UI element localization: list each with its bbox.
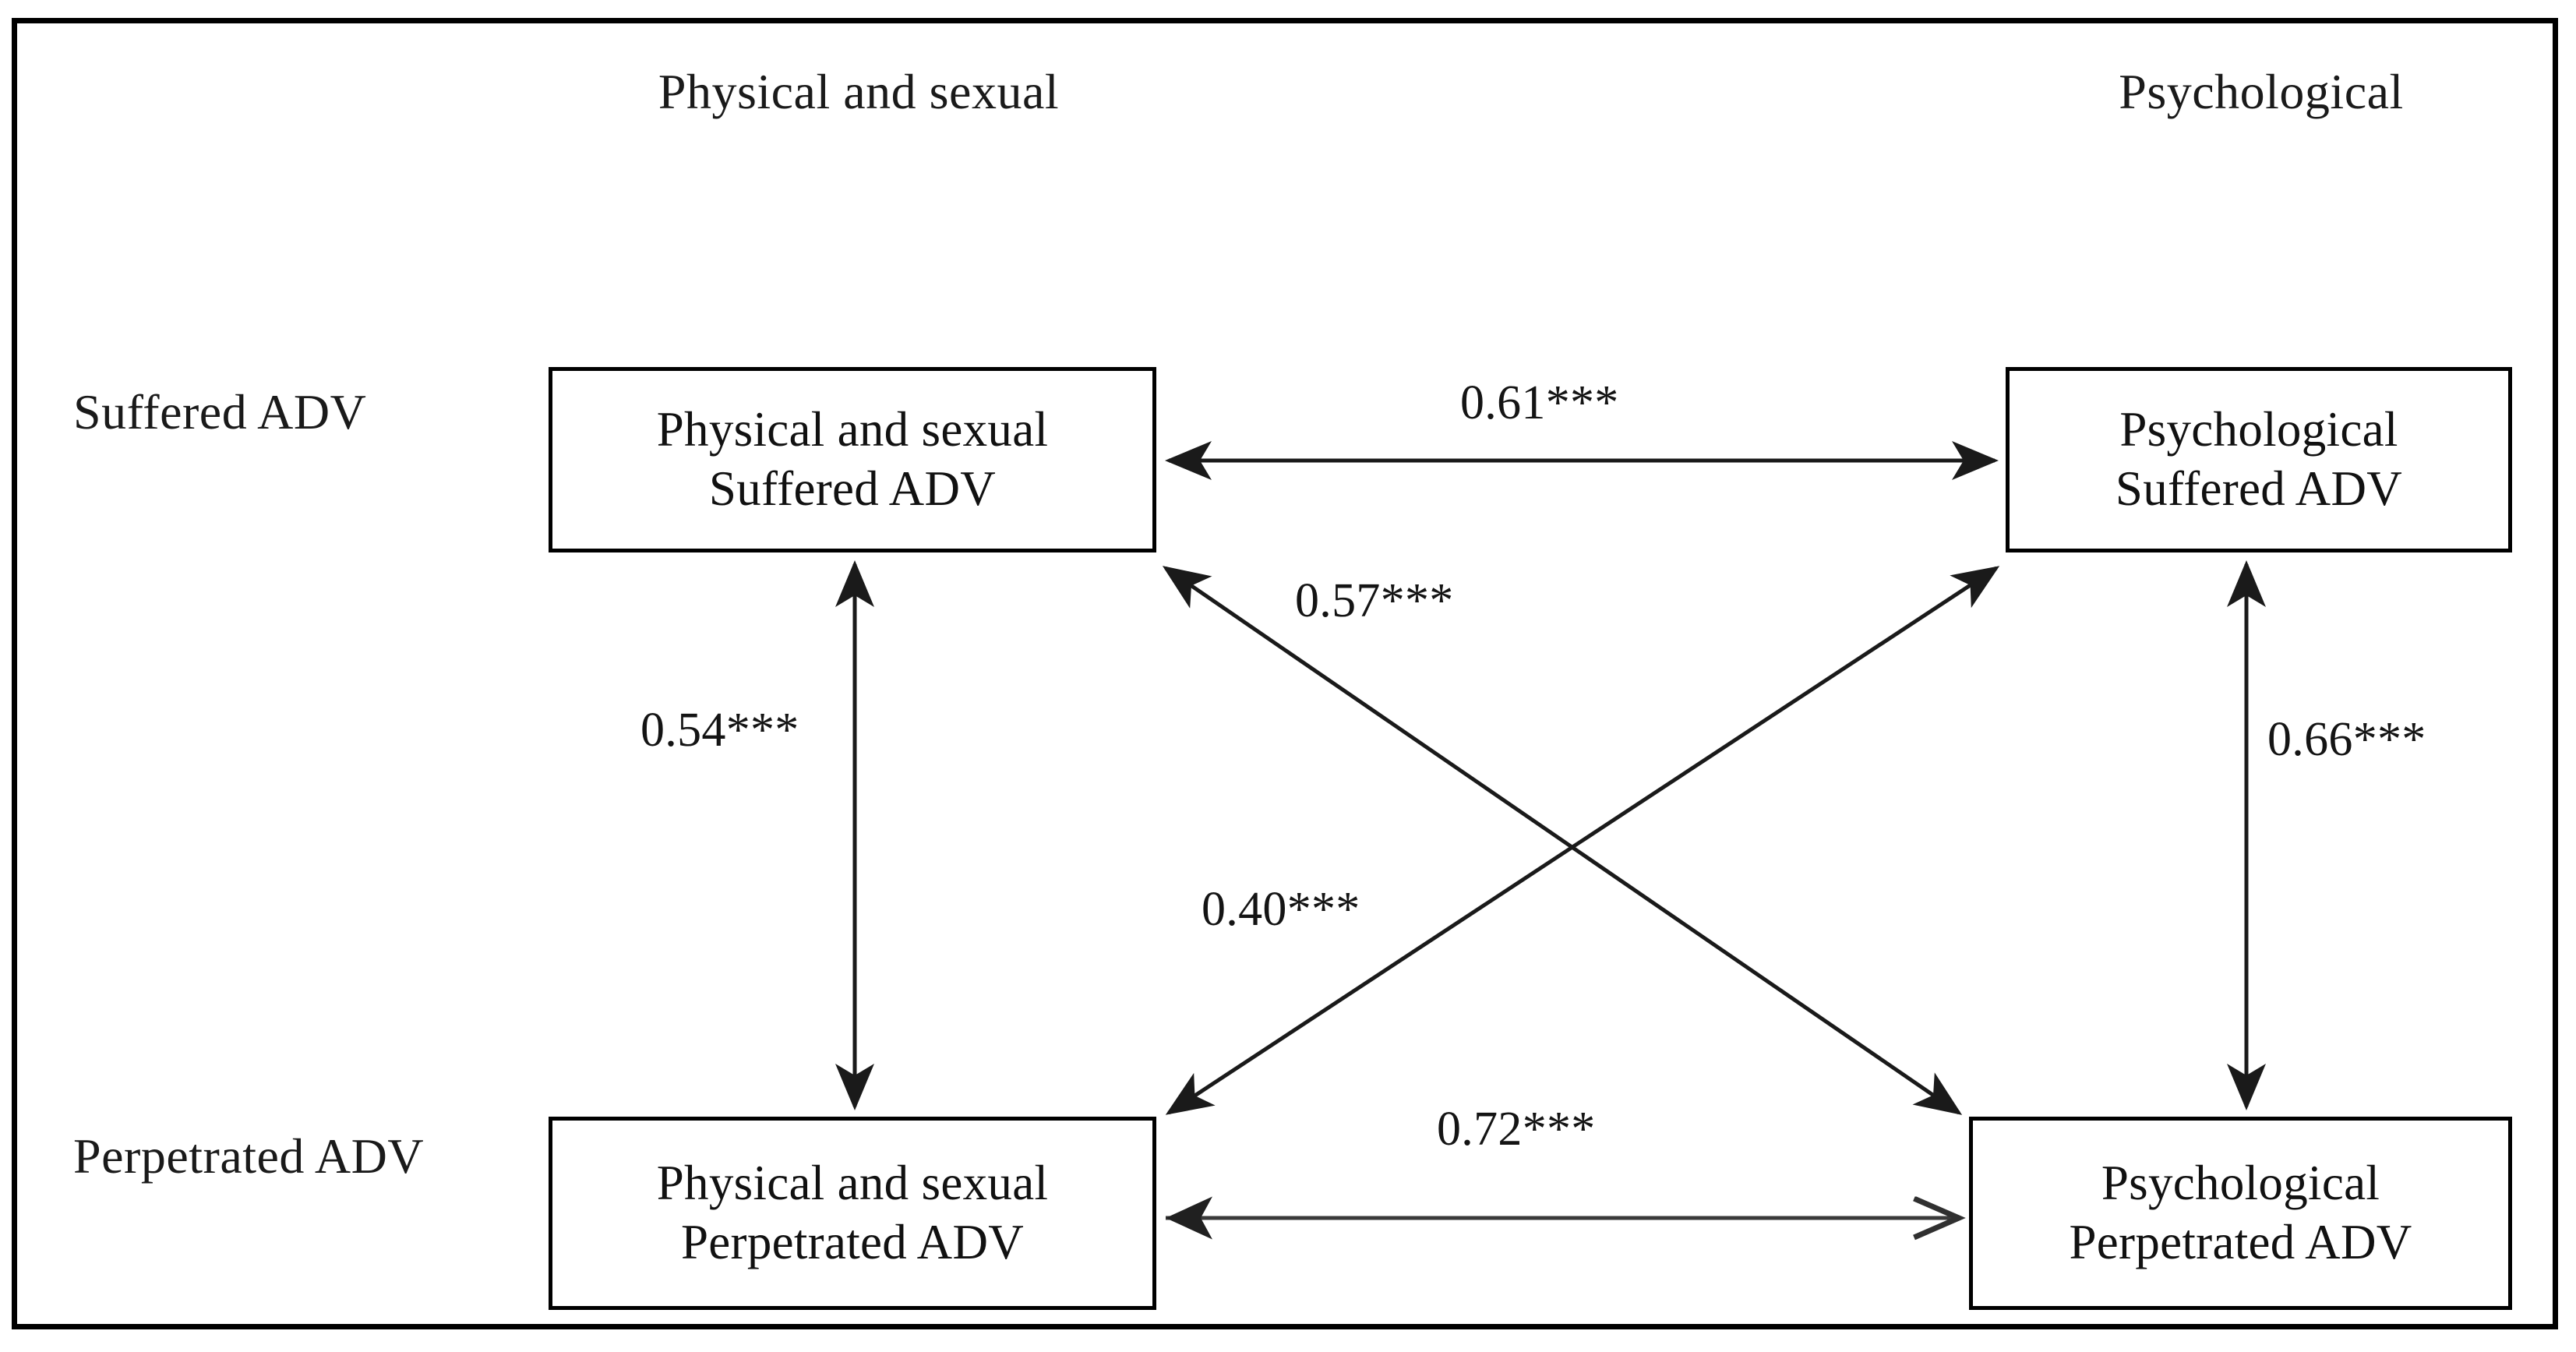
edge-line-040 <box>1165 566 2000 1115</box>
edge-label-072: 0.72*** <box>1437 1103 1596 1156</box>
row-label-perpetrated-adv-line1: Perpetrated <box>73 1128 305 1184</box>
edge-label-040: 0.40*** <box>1202 883 1360 936</box>
node-line-2: Suffered ADV <box>2115 461 2403 516</box>
node-line-2: Suffered ADV <box>708 461 997 516</box>
node-psychological-perpetrated-adv[interactable]: Psychological Perpetrated ADV <box>1969 1117 2512 1310</box>
node-physical-sexual-suffered-adv[interactable]: Physical and sexual Suffered ADV <box>549 367 1156 552</box>
row-label-suffered-adv-line2: ADV <box>257 384 367 439</box>
node-line-1: Psychological <box>2101 1156 2380 1211</box>
row-label-perpetrated-adv-line2: ADV <box>314 1128 425 1184</box>
column-header-psychological: Psychological <box>2119 64 2404 119</box>
edge-label-054: 0.54*** <box>640 704 799 757</box>
edge-line-057 <box>1162 566 1963 1115</box>
column-header-physical-sexual: Physical and sexual <box>658 64 1060 119</box>
node-line-2: Perpetrated ADV <box>680 1215 1025 1269</box>
row-label-suffered-adv: Suffered ADV <box>73 382 494 443</box>
node-line-1: Physical and sexual <box>656 1156 1049 1211</box>
row-label-suffered-adv-line1: Suffered <box>73 384 248 439</box>
edge-label-066: 0.66*** <box>2267 713 2426 766</box>
row-label-perpetrated-adv: Perpetrated ADV <box>73 1126 510 1187</box>
node-line-2: Perpetrated ADV <box>2069 1215 2412 1269</box>
edge-label-057: 0.57*** <box>1295 574 1454 627</box>
node-line-1: Psychological <box>2119 402 2398 457</box>
figure-outer-frame: Physical and sexual Psychological Suffer… <box>12 18 2558 1329</box>
node-psychological-suffered-adv[interactable]: Psychological Suffered ADV <box>2006 367 2512 552</box>
node-line-1: Physical and sexual <box>656 402 1049 457</box>
edge-label-061: 0.61*** <box>1460 376 1619 429</box>
node-physical-sexual-perpetrated-adv[interactable]: Physical and sexual Perpetrated ADV <box>549 1117 1156 1310</box>
